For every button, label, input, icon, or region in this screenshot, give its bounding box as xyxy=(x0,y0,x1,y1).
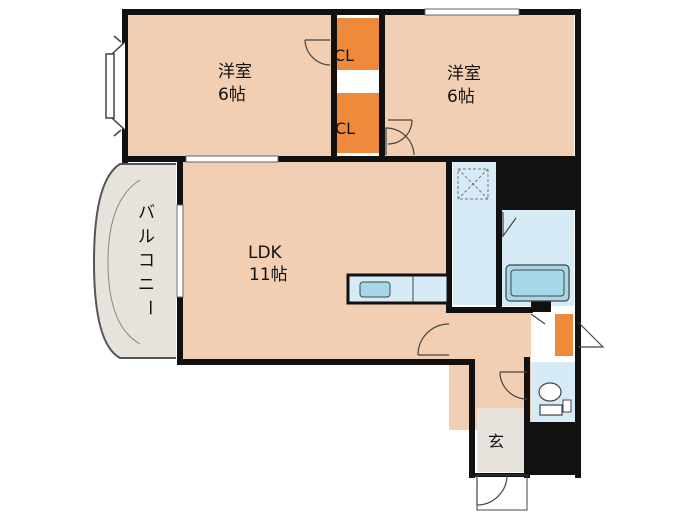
balcony-char-1: バ xyxy=(138,203,155,223)
ldk-size: 11帖 xyxy=(249,265,288,285)
wall-block-small xyxy=(531,300,551,312)
room-name-right: 洋室 xyxy=(447,64,481,84)
wall-block-right xyxy=(527,422,578,475)
entrance-door-frame xyxy=(476,474,528,511)
windows xyxy=(176,8,520,298)
toilet-tank-icon xyxy=(539,404,563,416)
kitchen-counter xyxy=(346,273,450,305)
walls xyxy=(122,9,581,478)
balcony-char-3: コ xyxy=(138,251,155,271)
entrance-label: 玄 xyxy=(488,432,504,451)
pipe-shaft xyxy=(500,160,578,210)
doors xyxy=(304,39,605,506)
washing-machine-mark-b xyxy=(457,168,489,200)
ldk-name: LDK xyxy=(248,243,283,263)
closet-top-label: CL xyxy=(334,46,354,65)
room-size-right: 6帖 xyxy=(447,87,475,107)
ldk-room xyxy=(183,160,449,360)
room-size-left: 6帖 xyxy=(218,85,246,105)
closet-top xyxy=(336,18,380,70)
toilet-bowl-icon xyxy=(538,382,562,402)
western-room-left xyxy=(127,14,332,157)
kitchen-sink xyxy=(359,281,391,298)
balcony-rail xyxy=(92,163,176,359)
bathtub xyxy=(505,264,570,302)
bathtub-inner xyxy=(510,269,565,297)
balcony-char-4: ニ xyxy=(138,275,155,295)
sink-basin-icon xyxy=(562,399,572,413)
balcony-area xyxy=(94,164,176,358)
room-name-left: 洋室 xyxy=(218,62,252,82)
washroom xyxy=(453,160,499,305)
closet-bottom-label: CL xyxy=(335,119,355,138)
balcony-char-5: ー xyxy=(139,299,159,316)
closet-bottom xyxy=(336,93,380,153)
balcony-char-2: ル xyxy=(138,227,155,247)
storage-small xyxy=(555,314,573,356)
western-room-right xyxy=(382,14,574,157)
bay-window xyxy=(105,35,126,137)
washing-machine-space xyxy=(457,168,489,200)
entrance-area xyxy=(477,408,527,472)
balcony-inner-rail xyxy=(107,179,141,345)
